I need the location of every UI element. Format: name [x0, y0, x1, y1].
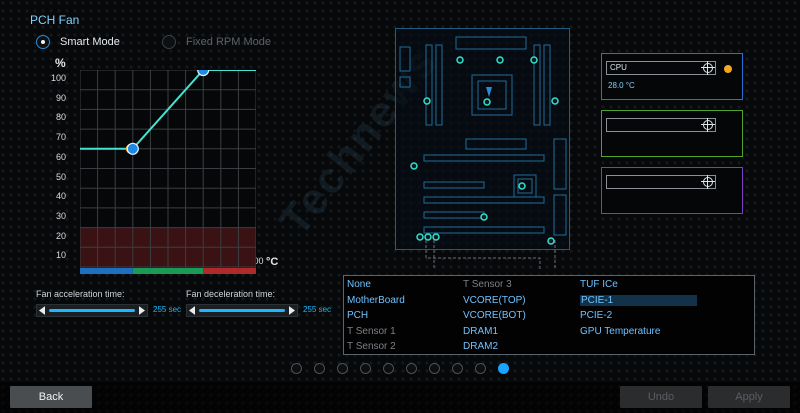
temperature-zone-0	[80, 268, 133, 274]
crosshair-icon[interactable]	[701, 118, 715, 132]
arrow-right-icon[interactable]	[139, 306, 145, 315]
y-tick-label: 50	[55, 171, 66, 182]
page-title: PCH Fan	[30, 13, 80, 27]
control-point-2[interactable]	[197, 70, 210, 77]
sensor-option[interactable]: VCORE(BOT)	[463, 310, 526, 321]
cpu-sensor-slot[interactable]: CPU 28.0 °C	[601, 53, 743, 100]
decel-label: Fan deceleration time:	[186, 289, 276, 299]
sensor-option[interactable]: VCORE(TOP)	[463, 294, 526, 306]
sensor-option[interactable]: TUF ICe	[580, 279, 618, 290]
sensor-option[interactable]: T Sensor 1	[347, 325, 396, 337]
y-tick-label: 90	[55, 92, 66, 103]
accel-value: 255 sec	[153, 305, 182, 314]
cpu-temperature: 28.0 °C	[608, 81, 635, 90]
page-dot[interactable]	[337, 363, 348, 374]
page-dot[interactable]	[291, 363, 302, 374]
fan-curve-line	[80, 70, 256, 150]
decel-slider[interactable]	[186, 304, 298, 317]
sensor-option[interactable]: PCIE-1	[580, 294, 697, 306]
sensor-option[interactable]: None	[347, 279, 371, 290]
sensor-slot-2-select[interactable]	[606, 118, 716, 132]
sensor-option[interactable]: T Sensor 2	[347, 341, 396, 352]
page-dot[interactable]	[475, 363, 486, 374]
sensor-option[interactable]: PCH	[347, 310, 369, 321]
sensor-option[interactable]: T Sensor 3	[463, 279, 512, 290]
sensor-option[interactable]: MotherBoard	[347, 294, 405, 306]
y-tick-label: 80	[55, 112, 66, 123]
back-button[interactable]: Back	[10, 386, 92, 408]
cpu-sensor-name: CPU	[610, 63, 627, 72]
y-tick-label: 20	[55, 230, 66, 241]
sensor-option[interactable]: DRAM2	[463, 341, 499, 352]
board-connector-lines	[425, 240, 556, 270]
page-dot[interactable]	[406, 363, 417, 374]
y-axis-unit: %	[55, 56, 66, 70]
y-tick-label: 30	[55, 210, 66, 221]
smart-mode-radio[interactable]: Smart Mode	[36, 35, 120, 49]
undo-button[interactable]: Undo	[620, 386, 702, 408]
sensor-slot-2[interactable]	[601, 110, 743, 157]
y-tick-label: 70	[55, 132, 66, 143]
arrow-left-icon[interactable]	[189, 306, 195, 315]
sensor-slot-3[interactable]	[601, 167, 743, 214]
decel-value: 255 sec	[303, 305, 332, 314]
page-dot[interactable]	[360, 363, 371, 374]
page-dot[interactable]	[452, 363, 463, 374]
page-dot[interactable]	[314, 363, 325, 374]
y-tick-label: 100	[50, 73, 66, 83]
sensor-option[interactable]: PCIE-2	[580, 310, 613, 321]
control-point-1[interactable]	[126, 142, 139, 155]
accel-slider[interactable]	[36, 304, 148, 317]
decel-slider-track	[199, 309, 285, 312]
motherboard-outline	[399, 36, 567, 245]
accel-label: Fan acceleration time:	[36, 289, 125, 299]
page-dot[interactable]	[429, 363, 440, 374]
fan-curve-chart[interactable]	[80, 70, 256, 275]
accel-slider-track	[49, 309, 135, 312]
cpu-sensor-select[interactable]: CPU	[606, 61, 716, 75]
x-tick-label: 100	[248, 256, 264, 266]
crosshair-icon[interactable]	[701, 175, 715, 189]
page-dot[interactable]	[498, 363, 509, 374]
crosshair-icon[interactable]	[701, 61, 715, 75]
y-tick-label: 10	[55, 250, 66, 261]
page-dot[interactable]	[383, 363, 394, 374]
motherboard-diagram	[395, 28, 570, 250]
y-tick-label: 60	[55, 151, 66, 162]
temperature-zone-1	[132, 268, 204, 274]
fixed-rpm-mode-label: Fixed RPM Mode	[186, 36, 271, 48]
radio-selected-icon	[36, 35, 50, 49]
sensor-slot-3-select[interactable]	[606, 175, 716, 189]
radio-unselected-icon	[162, 35, 176, 49]
fixed-rpm-mode-radio[interactable]: Fixed RPM Mode	[162, 35, 271, 49]
x-axis-unit: °C	[266, 256, 279, 268]
status-dot-icon	[724, 65, 732, 73]
arrow-right-icon[interactable]	[289, 306, 295, 315]
y-tick-label: 40	[55, 191, 66, 202]
temperature-zone-2	[203, 268, 256, 274]
arrow-left-icon[interactable]	[39, 306, 45, 315]
sensor-option[interactable]: GPU Temperature	[580, 325, 661, 337]
smart-mode-label: Smart Mode	[60, 36, 120, 48]
sensor-option[interactable]: DRAM1	[463, 325, 499, 337]
apply-button[interactable]: Apply	[708, 386, 790, 408]
